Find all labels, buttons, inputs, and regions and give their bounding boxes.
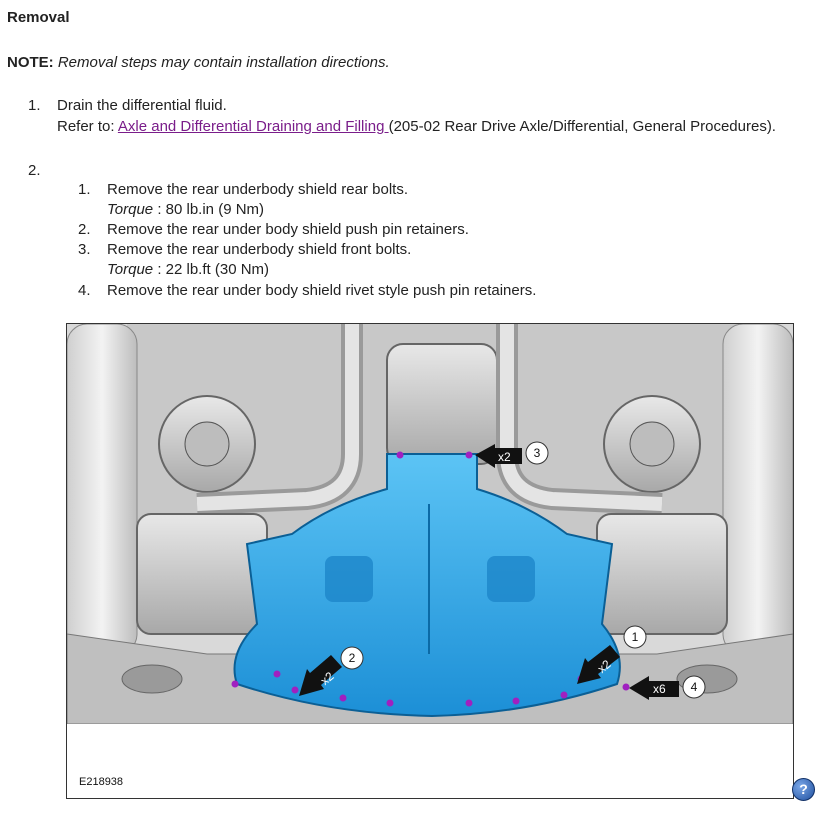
underbody-shield — [233, 453, 621, 718]
substep-text: Remove the rear underbody shield front b… — [107, 241, 412, 258]
note-text: Removal steps may contain installation d… — [57, 54, 390, 71]
substep-number: 2. — [78, 221, 91, 238]
torque-spec: Torque : 22 lb.ft (30 Nm) — [107, 261, 269, 278]
refer-suffix: (205-02 Rear Drive Axle/Differential, Ge… — [388, 118, 776, 135]
torque-spec: Torque : 80 lb.in (9 Nm) — [107, 201, 264, 218]
substep-number: 3. — [78, 241, 91, 258]
callout-4-qty: x6 — [653, 682, 666, 696]
substep-text: Remove the rear under body shield push p… — [107, 221, 469, 238]
refer-prefix: Refer to: — [57, 118, 118, 135]
figure-id: E218938 — [79, 776, 124, 788]
substep-text: Remove the rear underbody shield rear bo… — [107, 181, 408, 198]
section-heading: Removal — [7, 9, 70, 26]
step-text: Drain the differential fluid. — [57, 97, 227, 114]
torque-label: Torque — [107, 261, 154, 278]
substep-number: 4. — [78, 282, 91, 299]
help-icon[interactable]: ? — [792, 778, 815, 801]
callout-3-number: 3 — [534, 446, 541, 460]
right-tire — [722, 324, 793, 655]
illustration-drawing: x2 3 x2 2 x2 1 x6 4 — [67, 324, 793, 798]
step-number: 1. — [28, 97, 41, 114]
note: NOTE: Removal steps may contain installa… — [7, 54, 390, 71]
callout-3-qty: x2 — [498, 450, 511, 464]
callout-4-number: 4 — [691, 680, 698, 694]
substep-text: Remove the rear under body shield rivet … — [107, 282, 537, 299]
callout-1-number: 1 — [632, 630, 639, 644]
callout-2-number: 2 — [349, 651, 356, 665]
torque-value: : 22 lb.ft (30 Nm) — [153, 261, 270, 278]
underbody-shield-illustration: x2 3 x2 2 x2 1 x6 4 E218938 — [66, 323, 794, 799]
torque-value: : 80 lb.in (9 Nm) — [153, 201, 265, 218]
refer-line: Refer to: Axle and Differential Draining… — [57, 118, 776, 135]
substep-number: 1. — [78, 181, 91, 198]
torque-label: Torque — [107, 201, 154, 218]
step-number: 2. — [28, 162, 41, 179]
note-label: NOTE: — [7, 54, 54, 71]
axle-draining-link[interactable]: Axle and Differential Draining and Filli… — [117, 118, 389, 135]
left-tire — [67, 324, 138, 655]
